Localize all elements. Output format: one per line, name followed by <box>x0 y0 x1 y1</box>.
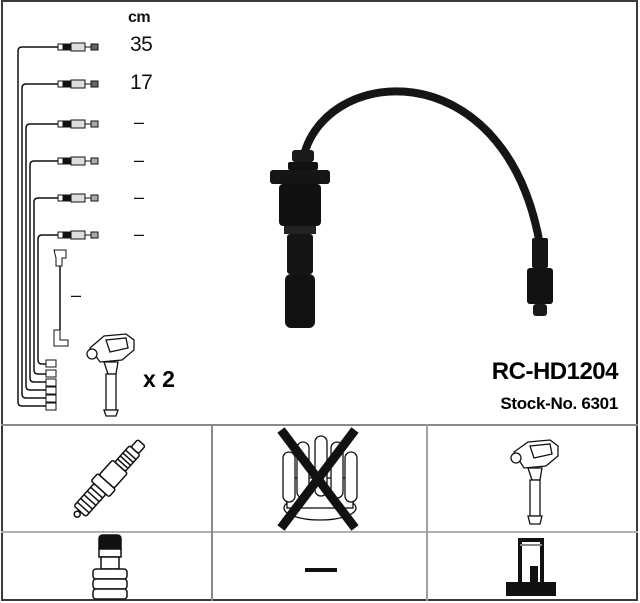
divider-top <box>1 424 638 426</box>
ignition-coil-icon-grid <box>510 439 559 525</box>
cross-out-mark <box>277 427 359 531</box>
plug-boot-icon <box>92 534 128 600</box>
unit-label: cm <box>128 9 151 26</box>
stock-number: Stock-No. 6301 <box>500 394 618 413</box>
ignition-coil-icon <box>86 333 135 417</box>
divider-middle <box>1 531 638 533</box>
divider-col-1 <box>211 424 213 601</box>
wire-length-2: 17 <box>130 71 153 94</box>
wire-length-6: – <box>134 224 144 244</box>
spark-plug-icon <box>73 439 146 518</box>
wire-length-1: 35 <box>130 33 153 56</box>
wire-length-4: – <box>134 150 144 170</box>
wire-length-3: – <box>134 112 144 132</box>
distributor-cap-icon <box>277 427 359 531</box>
divider-col-2 <box>426 424 428 601</box>
part-number: RC-HD1204 <box>491 358 619 385</box>
wire-harness-diagram <box>17 42 99 411</box>
wire-length-5: – <box>134 187 144 207</box>
coil-lead-length: – <box>71 285 81 305</box>
connector-icons <box>45 42 99 411</box>
ignition-cable-image <box>270 87 553 328</box>
coil-quantity: x 2 <box>143 366 175 392</box>
coil-connector-icon <box>506 538 556 596</box>
dash-value <box>305 568 337 572</box>
